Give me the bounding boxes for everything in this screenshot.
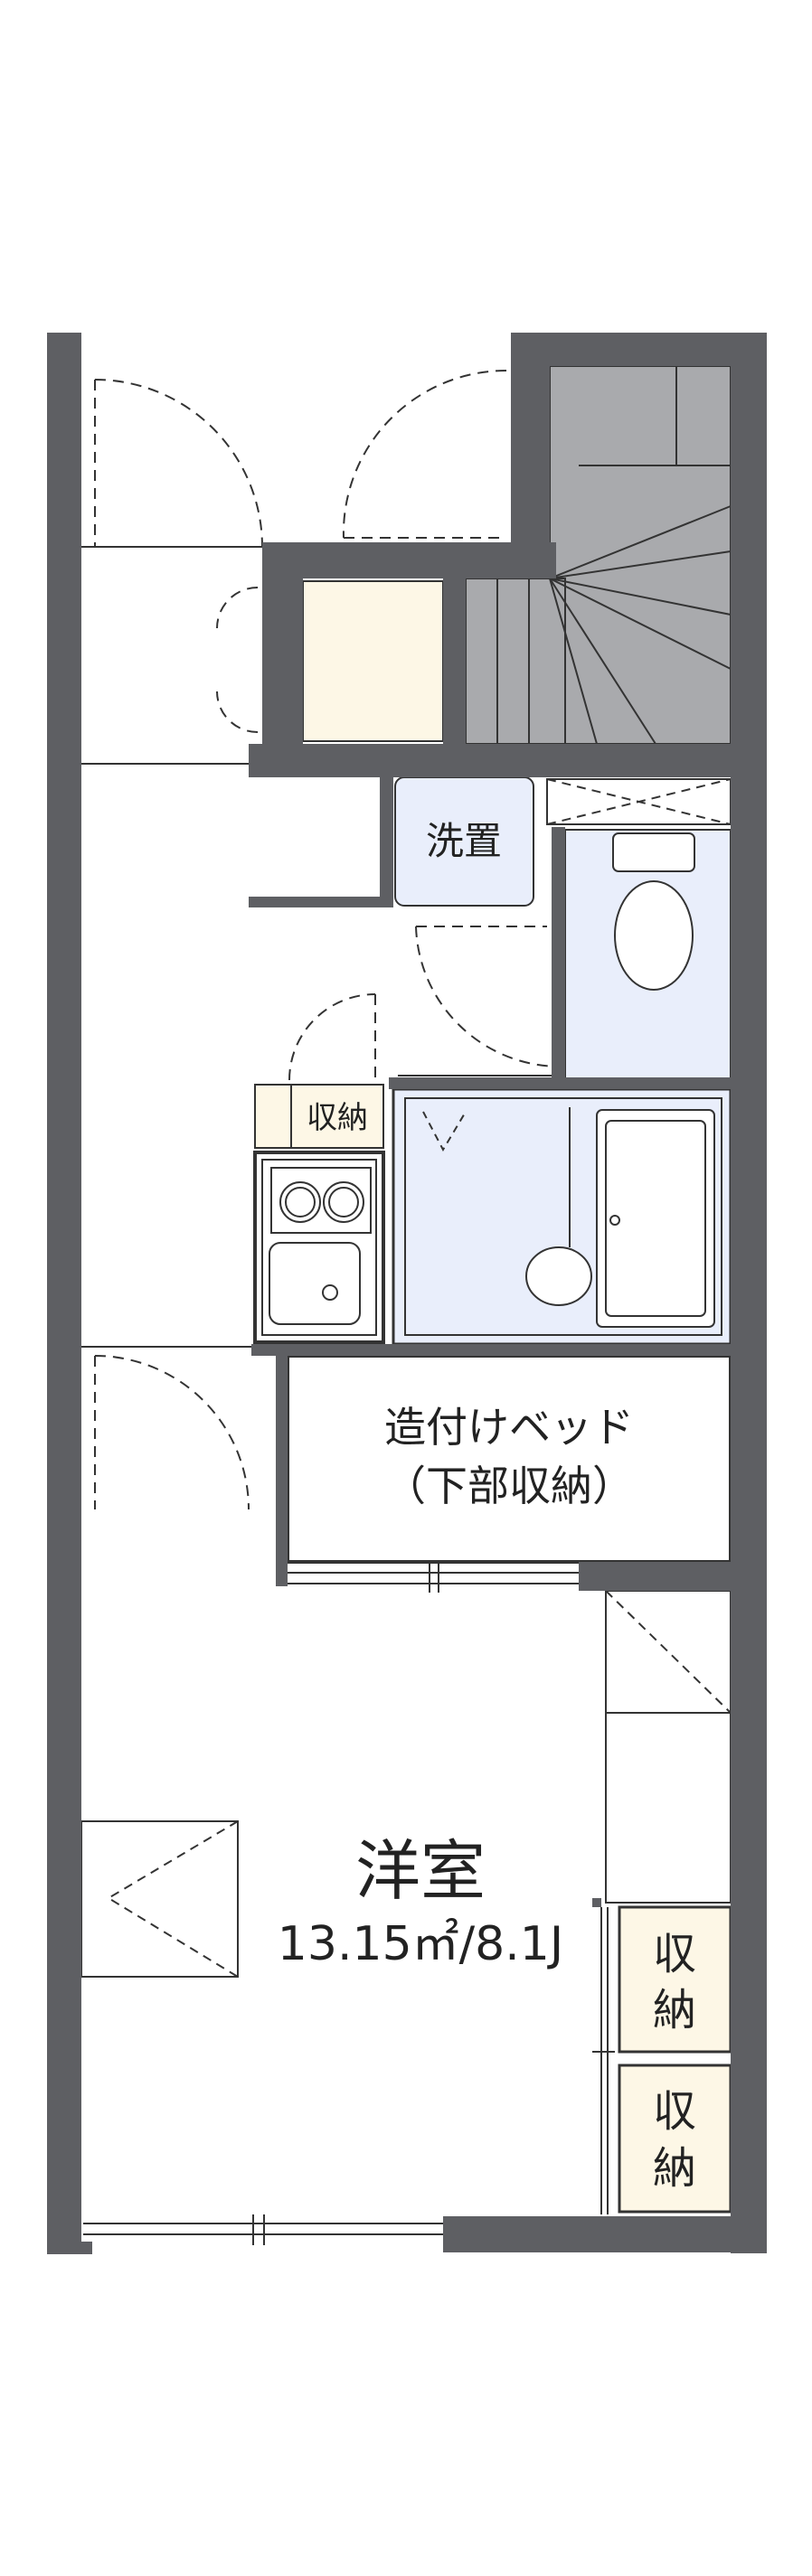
bathtub [596, 1109, 715, 1328]
western-room-area: 13.15㎡/8.1J [278, 1917, 563, 1971]
toilet-shelf [546, 778, 732, 825]
stove-burner-left [279, 1181, 321, 1223]
stove-burner-right [323, 1181, 364, 1223]
closet-2 [618, 2064, 732, 2214]
washroom-label: 洗置 [426, 819, 502, 863]
shoe-storage [302, 580, 444, 742]
kitchen-counter [253, 1151, 385, 1344]
closet-2-label-top: 収 [653, 2086, 696, 2137]
builtin-bed-sublabel: （下部収納） [384, 1462, 634, 1510]
kitchen-sink [269, 1242, 361, 1325]
closet-2-label-bottom: 納 [653, 2143, 696, 2194]
walls [47, 333, 767, 2254]
bathroom [392, 1087, 732, 1346]
toilet-bowl [614, 880, 694, 991]
room-furniture-outline [80, 1820, 239, 1978]
western-room-label: 洋室 [355, 1833, 486, 1909]
kitchen-storage-box [290, 1084, 384, 1149]
bath-sink [525, 1246, 592, 1306]
toilet-tank [612, 832, 695, 872]
stair-lower-flight [465, 578, 566, 745]
closet-1-label-bottom: 納 [653, 1985, 696, 2035]
closet-1-label-top: 収 [653, 1929, 696, 1979]
builtin-bed [286, 1354, 732, 1564]
right-shelf [605, 1590, 732, 1904]
stove [270, 1167, 372, 1234]
balcony-window [83, 2214, 443, 2245]
builtin-bed-label: 造付けベッド [384, 1403, 634, 1452]
kitchen-storage-label: 収納 [307, 1100, 368, 1136]
toilet-room [564, 829, 732, 1081]
door-swings [94, 370, 562, 1510]
staircase [465, 365, 732, 745]
